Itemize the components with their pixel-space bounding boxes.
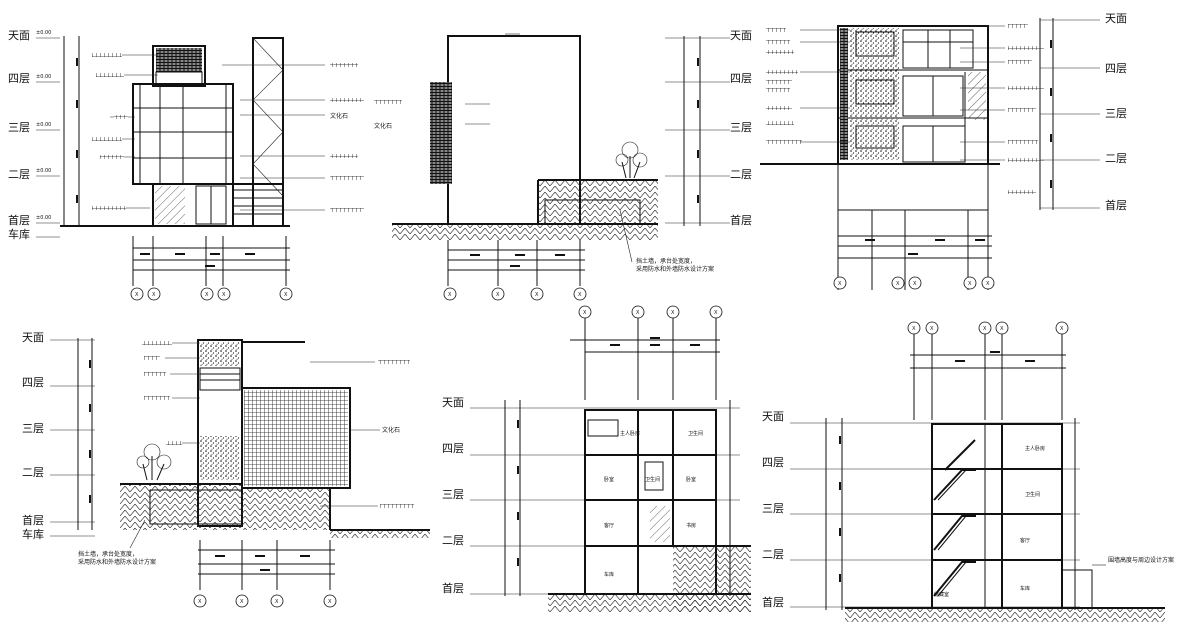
level-third: 三层	[22, 422, 44, 435]
level-roof: 天面	[442, 396, 464, 409]
level-fourth: 四层	[762, 456, 784, 469]
axis-label: X	[1060, 326, 1064, 332]
axis-label: X	[222, 292, 226, 298]
elevation-front: 天面 四层 三层 二层 首层 车库 ±0.00 ±0.00 ±0.00 ±0.0…	[8, 29, 364, 301]
axis-label: X	[583, 310, 587, 316]
elev-tag: ±0.00	[36, 215, 51, 221]
level-roof: 天面	[8, 29, 30, 42]
axis-label: X	[983, 326, 987, 332]
level-first: 首层	[730, 213, 752, 227]
axis-label: X	[275, 599, 279, 605]
axis-label: X	[930, 326, 934, 332]
axis-label: X	[535, 292, 539, 298]
axis-label: X	[496, 292, 500, 298]
level-second: 二层	[442, 534, 464, 547]
section-b: X X X X X 天面 四层 三层 二层 首层 主人卧房 卫生间 客厅 车库 …	[762, 321, 1174, 622]
level-fourth: 四层	[730, 72, 752, 85]
axis-label: X	[1000, 326, 1004, 332]
axis-label: X	[896, 281, 900, 287]
note-retaining-wall-2: 采用防水和外墙防水设计方案	[78, 558, 156, 566]
elev-tag: ±0.00	[36, 168, 51, 174]
room-bathroom: 卫生间	[688, 430, 703, 437]
level-roof: 天面	[762, 410, 784, 423]
level-fourth: 四层	[8, 72, 30, 85]
level-third: 三层	[8, 121, 30, 134]
level-fourth: 四层	[442, 442, 464, 455]
level-third: 三层	[762, 502, 784, 515]
note-cultural-stone: 文化石	[330, 112, 348, 120]
level-first: 首层	[762, 595, 784, 609]
room-bathroom: 卫生间	[1025, 491, 1040, 498]
room-storage: 储藏室	[934, 591, 949, 598]
level-second: 二层	[762, 548, 784, 561]
axis-label: X	[198, 599, 202, 605]
level-second: 二层	[1105, 152, 1127, 165]
section-a: X X X X 天面 四层 三层 二层 首层 主人卧房 卫生间 卧室 卫生间 卧…	[442, 305, 751, 612]
axis-label: X	[135, 292, 139, 298]
room-garage: 车库	[1020, 585, 1030, 592]
level-third: 三层	[1105, 107, 1127, 120]
level-third: 三层	[730, 121, 752, 134]
axis-label: X	[912, 326, 916, 332]
elevation-rear: 天面 四层 三层 二层 首层 X X X X X	[760, 12, 1127, 290]
level-fourth: 四层	[22, 376, 44, 389]
axis-label: X	[328, 599, 332, 605]
note-retaining-wall: 挡土墙，承台处宽度，	[78, 550, 138, 558]
note-retaining-wall-2: 采用防水和外墙防水设计方案	[636, 265, 714, 273]
axis-label: X	[284, 292, 288, 298]
elevation-side: 文化石 天面 四层 三层 二层 首层 X X X X 挡土墙，承台处宽度，	[374, 29, 752, 301]
axis-label: X	[152, 292, 156, 298]
room-master-bedroom: 主人卧房	[1025, 445, 1045, 452]
axis-label: X	[578, 292, 582, 298]
axis-label: X	[671, 310, 675, 316]
room-bathroom-2: 卫生间	[645, 476, 660, 483]
elev-tag: ±0.00	[36, 122, 51, 128]
level-third: 三层	[442, 488, 464, 501]
note-fence: 围墙高度与周边设计方案	[1108, 556, 1174, 564]
level-second: 二层	[730, 168, 752, 181]
axis-label: X	[636, 310, 640, 316]
tree-symbol	[615, 141, 648, 179]
axis-label: X	[913, 281, 917, 287]
room-living: 客厅	[1020, 537, 1030, 544]
level-first: 首层	[442, 581, 464, 595]
level-garage: 车库	[22, 527, 44, 541]
level-fourth: 四层	[1105, 62, 1127, 75]
room-garage: 车库	[604, 571, 614, 578]
level-roof: 天面	[1105, 12, 1127, 25]
note-retaining-wall: 挡土墙，承台处宽度，	[636, 257, 696, 265]
elev-tag: ±0.00	[36, 30, 51, 36]
elev-tag: ±0.00	[36, 74, 51, 80]
level-roof: 天面	[22, 331, 44, 344]
axis-label: X	[714, 310, 718, 316]
level-garage: 车库	[8, 227, 30, 241]
axis-label: X	[968, 281, 972, 287]
note-cultural-stone: 文化石	[382, 426, 400, 434]
level-second: 二层	[22, 466, 44, 479]
room-master-bedroom: 主人卧房	[620, 430, 640, 437]
room-bedroom: 卧室	[604, 476, 614, 483]
axis-label: X	[205, 292, 209, 298]
axis-label: X	[838, 281, 842, 287]
level-second: 二层	[8, 168, 30, 181]
level-first: 首层	[22, 513, 44, 527]
room-study: 书房	[686, 522, 696, 529]
room-living: 客厅	[604, 522, 614, 529]
elevation-side-2: 天面 四层 三层 二层 首层 车库	[22, 331, 430, 608]
note-cultural-stone: 文化石	[374, 122, 392, 130]
level-first: 首层	[8, 213, 30, 227]
level-roof: 天面	[730, 29, 752, 42]
tree-symbol	[136, 443, 172, 481]
room-bedroom-2: 卧室	[686, 476, 696, 483]
axis-label: X	[986, 281, 990, 287]
axis-label: X	[240, 599, 244, 605]
level-first: 首层	[1105, 198, 1127, 212]
axis-label: X	[448, 292, 452, 298]
